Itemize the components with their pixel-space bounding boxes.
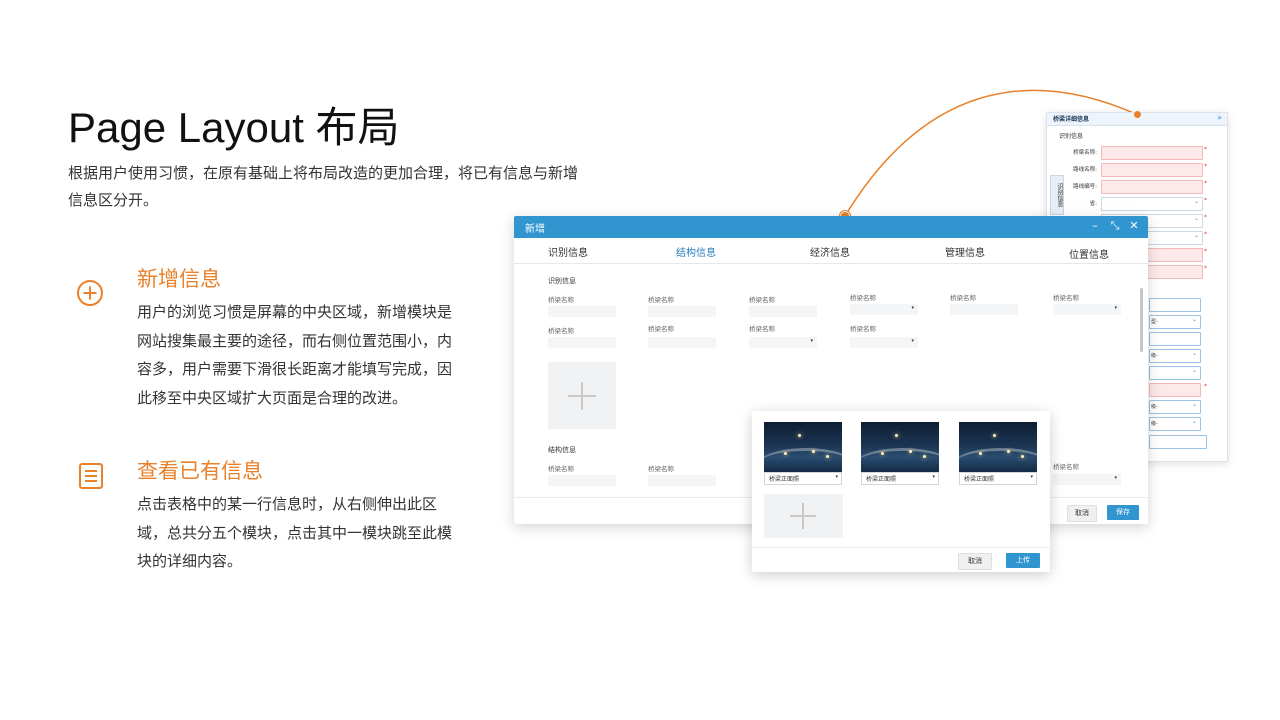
dialog-tabs: 识别信息 结构信息 经济信息 管理信息 位置信息 bbox=[514, 238, 1148, 264]
detail-panel-title: 桥梁详细信息 bbox=[1053, 116, 1090, 123]
required-mark: * bbox=[1204, 248, 1207, 255]
close-icon[interactable]: ✕ bbox=[1129, 219, 1139, 232]
detail-panel-header: 桥梁详细信息 » bbox=[1047, 113, 1227, 126]
page-title: Page Layout 布局 bbox=[68, 104, 400, 151]
tab-location[interactable]: 位置信息 bbox=[1069, 250, 1109, 261]
minimize-icon[interactable]: – bbox=[1092, 219, 1098, 232]
field-label: 桥梁名称 bbox=[950, 294, 976, 302]
detail-input[interactable] bbox=[1149, 298, 1201, 312]
image-upload-popup: 桥梁正面照 ▾ 桥梁正面照 ▾ 桥梁正面照 ▾ 取消 上传 bbox=[752, 411, 1050, 572]
field-label: 桥梁名称 bbox=[648, 465, 674, 473]
section-identify: 识别信息 bbox=[548, 277, 576, 285]
photo-type-select[interactable]: 桥梁正面照 ▾ bbox=[764, 472, 842, 485]
bridge-name-input[interactable] bbox=[548, 306, 616, 317]
required-mark: * bbox=[1204, 214, 1207, 221]
dialog-header: 新增 – ⤡ ✕ bbox=[514, 216, 1148, 238]
detail-section-title: 识别信息 bbox=[1059, 133, 1084, 140]
add-photo-area[interactable] bbox=[764, 494, 843, 538]
required-mark: * bbox=[1204, 265, 1207, 272]
detail-label: 省: bbox=[1089, 201, 1097, 207]
detail-field[interactable] bbox=[1149, 383, 1201, 397]
tab-management[interactable]: 管理信息 bbox=[945, 248, 985, 259]
detail-select[interactable]: 型- ⌄ bbox=[1149, 315, 1201, 329]
detail-label: 桥梁名称: bbox=[1073, 150, 1097, 156]
image-upload-area[interactable] bbox=[548, 362, 616, 429]
bridge-name-select[interactable]: ▾ bbox=[749, 337, 817, 348]
bridge-name-select[interactable]: ▾ bbox=[850, 304, 918, 315]
connector-dot bbox=[1134, 111, 1141, 118]
bridge-name-input[interactable] bbox=[548, 475, 616, 486]
feature-title-view: 查看已有信息 bbox=[137, 459, 263, 483]
tab-identify[interactable]: 识别信息 bbox=[548, 248, 588, 259]
detail-select[interactable]: ⌄ bbox=[1149, 366, 1201, 380]
scrollbar[interactable] bbox=[1140, 288, 1143, 352]
field-label: 桥梁名称 bbox=[749, 325, 775, 333]
photo-type-select[interactable]: 桥梁正面照 ▾ bbox=[959, 472, 1037, 485]
page-subtitle: 根据用户使用习惯，在原有基础上将布局改造的更加合理，将已有信息与新增信息区分开。 bbox=[68, 164, 579, 209]
cancel-button[interactable]: 取消 bbox=[1067, 505, 1097, 522]
bridge-name-input[interactable] bbox=[548, 337, 616, 348]
bridge-name-input[interactable] bbox=[749, 306, 817, 317]
feature-desc-view: 点击表格中的某一行信息时，从右侧伸出此区域，总共分五个模块，点击其中一模块跳至此… bbox=[137, 495, 453, 570]
upload-button[interactable]: 上传 bbox=[1006, 553, 1040, 568]
bridge-name-input[interactable] bbox=[648, 306, 716, 317]
detail-label: 路线编号: bbox=[1073, 184, 1097, 190]
field-label: 桥梁名称 bbox=[648, 296, 674, 304]
field-label: 桥梁名称 bbox=[850, 325, 876, 333]
detail-select[interactable]: 级- ⌄ bbox=[1149, 349, 1201, 363]
field-label: 桥梁名称 bbox=[1053, 463, 1079, 471]
feature-title-add: 新增信息 bbox=[137, 267, 221, 291]
route-number-field[interactable] bbox=[1101, 180, 1203, 194]
detail-input[interactable] bbox=[1149, 435, 1207, 449]
dialog-title: 新增 bbox=[525, 224, 545, 235]
required-mark: * bbox=[1204, 180, 1207, 187]
popup-cancel-button[interactable]: 取消 bbox=[958, 553, 992, 570]
photo-type-select[interactable]: 桥梁正面照 ▾ bbox=[861, 472, 939, 485]
bridge-name-input[interactable] bbox=[648, 475, 716, 486]
bridge-name-select[interactable]: ▾ bbox=[1053, 474, 1121, 485]
field-label: 桥梁名称 bbox=[548, 296, 574, 304]
list-document-icon bbox=[79, 463, 103, 489]
field-label: 桥梁名称 bbox=[548, 327, 574, 335]
field-label: 桥梁名称 bbox=[648, 325, 674, 333]
detail-side-tab[interactable]: 识别信息 bbox=[1050, 175, 1064, 215]
field-label: 桥梁名称 bbox=[548, 465, 574, 473]
bridge-name-input[interactable] bbox=[950, 304, 1018, 315]
bridge-photo bbox=[764, 422, 842, 472]
province-select[interactable]: ⌄ bbox=[1101, 197, 1203, 211]
tab-structure[interactable]: 结构信息 bbox=[676, 248, 716, 259]
bridge-name-field[interactable] bbox=[1101, 146, 1203, 160]
bridge-name-select[interactable]: ▾ bbox=[850, 337, 918, 348]
required-mark: * bbox=[1204, 146, 1207, 153]
section-structure: 结构信息 bbox=[548, 446, 576, 454]
required-mark: * bbox=[1204, 383, 1207, 390]
field-label: 桥梁名称 bbox=[1053, 294, 1079, 302]
detail-label: 路线名称: bbox=[1073, 167, 1097, 173]
detail-select[interactable]: 级- ⌄ bbox=[1149, 400, 1201, 414]
required-mark: * bbox=[1204, 197, 1207, 204]
detail-select[interactable]: 级- ⌄ bbox=[1149, 417, 1201, 431]
feature-desc-add: 用户的浏览习惯是屏幕的中央区域，新增模块是网站搜集最主要的途径，而右侧位置范围小… bbox=[137, 303, 453, 407]
save-button[interactable]: 保存 bbox=[1107, 505, 1139, 520]
bridge-name-select[interactable]: ▾ bbox=[1053, 304, 1121, 315]
shrink-icon[interactable]: ⤡ bbox=[1110, 219, 1120, 232]
bridge-name-input[interactable] bbox=[648, 337, 716, 348]
required-mark: * bbox=[1204, 163, 1207, 170]
plus-circle-icon bbox=[77, 280, 103, 306]
tab-economy[interactable]: 经济信息 bbox=[810, 248, 850, 259]
detail-input[interactable] bbox=[1149, 332, 1201, 346]
route-name-field[interactable] bbox=[1101, 163, 1203, 177]
required-mark: * bbox=[1204, 231, 1207, 238]
collapse-icon[interactable]: » bbox=[1217, 113, 1222, 122]
field-label: 桥梁名称 bbox=[850, 294, 876, 302]
bridge-photo bbox=[861, 422, 939, 472]
field-label: 桥梁名称 bbox=[749, 296, 775, 304]
bridge-photo bbox=[959, 422, 1037, 472]
